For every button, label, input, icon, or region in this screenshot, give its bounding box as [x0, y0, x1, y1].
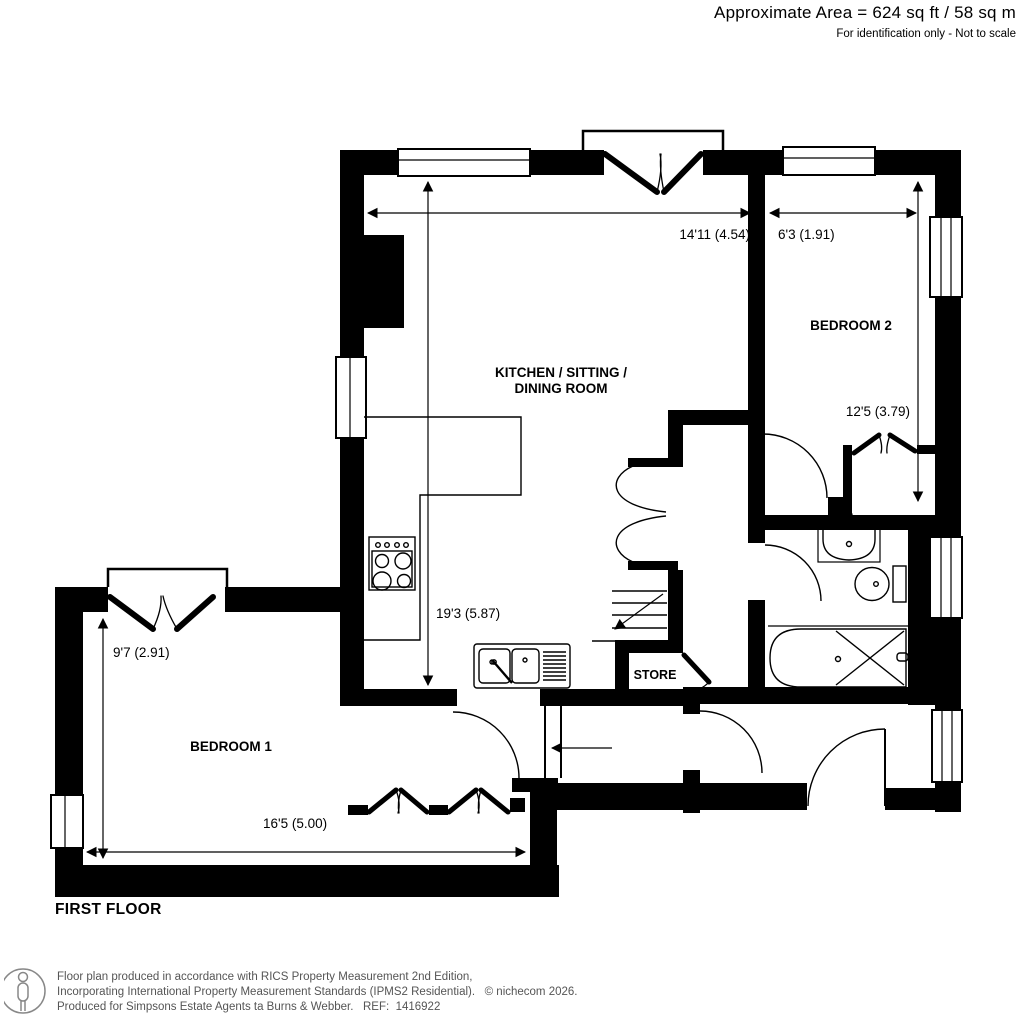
kitchen-width-dimension: 14'11 (4.54) — [679, 227, 750, 242]
bedroom1-width-dimension: 16'5 (5.00) — [263, 816, 328, 831]
windows — [50, 146, 963, 849]
bedroom1-left-window — [50, 794, 84, 849]
hob — [368, 536, 416, 591]
landing-door-arc — [699, 710, 763, 774]
bay-outlines — [106, 129, 725, 587]
hall-partition — [544, 706, 562, 778]
kitchen-label-line1: KITCHEN / SITTING / — [494, 365, 628, 380]
kitchen-bay-outline — [581, 129, 725, 150]
bedroom1-bay-outline — [106, 567, 229, 587]
kitchen-label-line2: DINING ROOM — [514, 381, 608, 396]
person-icon — [4, 968, 46, 1014]
kitchen-sink — [473, 643, 571, 689]
bedroom2-label: BEDROOM 2 — [810, 318, 892, 333]
kitchen-label: KITCHEN / SITTING / DINING ROOM — [495, 365, 627, 397]
store-label: STORE — [633, 668, 677, 682]
bedroom1-label: BEDROOM 1 — [190, 739, 272, 754]
fixtures — [364, 416, 909, 689]
doors — [107, 151, 918, 815]
kitchen-counter — [364, 416, 522, 641]
kitchen-double-door-lower — [615, 515, 667, 563]
bedroom1-depth-dimension: 9'7 (2.91) — [113, 645, 170, 660]
kitchen-french-doors — [602, 151, 704, 195]
footer-line1: Floor plan produced in accordance with R… — [57, 971, 473, 983]
landing-bottom-door — [807, 728, 886, 807]
bedroom1-french-doors — [107, 594, 216, 632]
dimension-arrows — [85, 180, 924, 860]
bathtub — [769, 628, 909, 688]
disclaimer-text: For identification only - Not to scale — [836, 28, 1016, 40]
washbasin — [817, 511, 881, 563]
kitchen-left-window — [335, 356, 367, 439]
bedroom2-door-arc — [762, 433, 828, 499]
landing-right-window — [931, 709, 963, 783]
bedroom2-depth-dimension: 12'5 (3.79) — [845, 404, 910, 419]
stairs — [592, 590, 667, 642]
kitchen-top-window — [397, 148, 531, 177]
bedroom2-top-window — [782, 146, 876, 176]
approximate-area-text: Approximate Area = 624 sq ft / 58 sq m — [714, 3, 1016, 22]
bathroom-door-arc — [764, 544, 822, 602]
store-door — [681, 652, 712, 693]
footer-line2: Incorporating International Property Mea… — [57, 986, 578, 998]
bathroom-right-window — [929, 536, 963, 619]
walls — [55, 150, 961, 897]
footer-line3: Produced for Simpsons Estate Agents ta B… — [57, 1001, 441, 1013]
floor-title: FIRST FLOOR — [55, 901, 162, 918]
bedroom2-right-window — [929, 216, 963, 298]
bedroom1-door-arc — [452, 711, 520, 779]
bedroom2-width-dimension: 6'3 (1.91) — [778, 227, 835, 242]
toilet — [854, 565, 907, 603]
bedroom1-bay-windows — [366, 787, 511, 815]
kitchen-depth-dimension: 19'3 (5.87) — [436, 606, 501, 621]
bedroom2-cupboard-doors — [851, 432, 918, 456]
kitchen-double-door-upper — [615, 465, 667, 513]
